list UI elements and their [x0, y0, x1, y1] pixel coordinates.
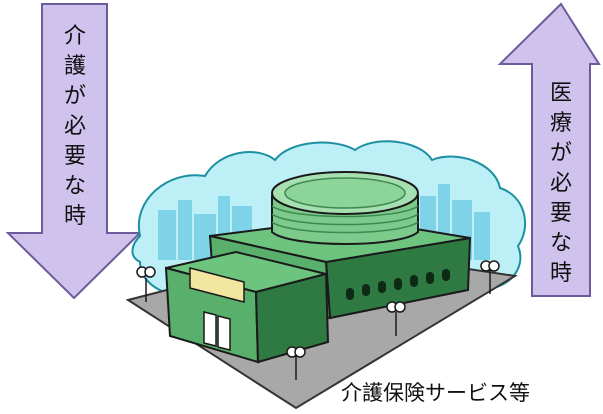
street-lamps: [136, 260, 500, 380]
left-arrow-char: が: [63, 84, 86, 109]
right-arrow-label: 医療が必要な時: [546, 79, 576, 289]
right-arrow-char: 療: [549, 111, 572, 136]
right-arrow-char: が: [549, 141, 572, 166]
left-arrow-char: 護: [63, 54, 86, 79]
left-arrow-char: な: [63, 174, 86, 199]
left-arrow-char: 時: [63, 204, 86, 229]
left-down-arrow: [5, 3, 143, 300]
right-arrow-char: 要: [549, 201, 572, 226]
right-arrow-char: 必: [549, 171, 572, 196]
right-arrow-char: な: [549, 231, 572, 256]
right-arrow-char: 時: [549, 261, 572, 286]
caption: 介護保険サービス等: [341, 381, 530, 405]
entrance-side: [254, 272, 330, 364]
right-up-arrow: [497, 2, 601, 297]
left-arrow-char: 要: [63, 144, 86, 169]
left-arrow-char: 必: [63, 114, 86, 139]
left-arrow-char: 介: [63, 24, 86, 49]
signboard: [189, 267, 245, 303]
drum-stripes: [271, 205, 419, 234]
roof-drum-inner: [284, 177, 406, 209]
arched-windows: [346, 269, 450, 300]
right-arrow-char: 医: [549, 81, 572, 106]
entrance-doors: [203, 311, 231, 351]
left-arrow-label: 介護が必要な時: [60, 22, 90, 232]
